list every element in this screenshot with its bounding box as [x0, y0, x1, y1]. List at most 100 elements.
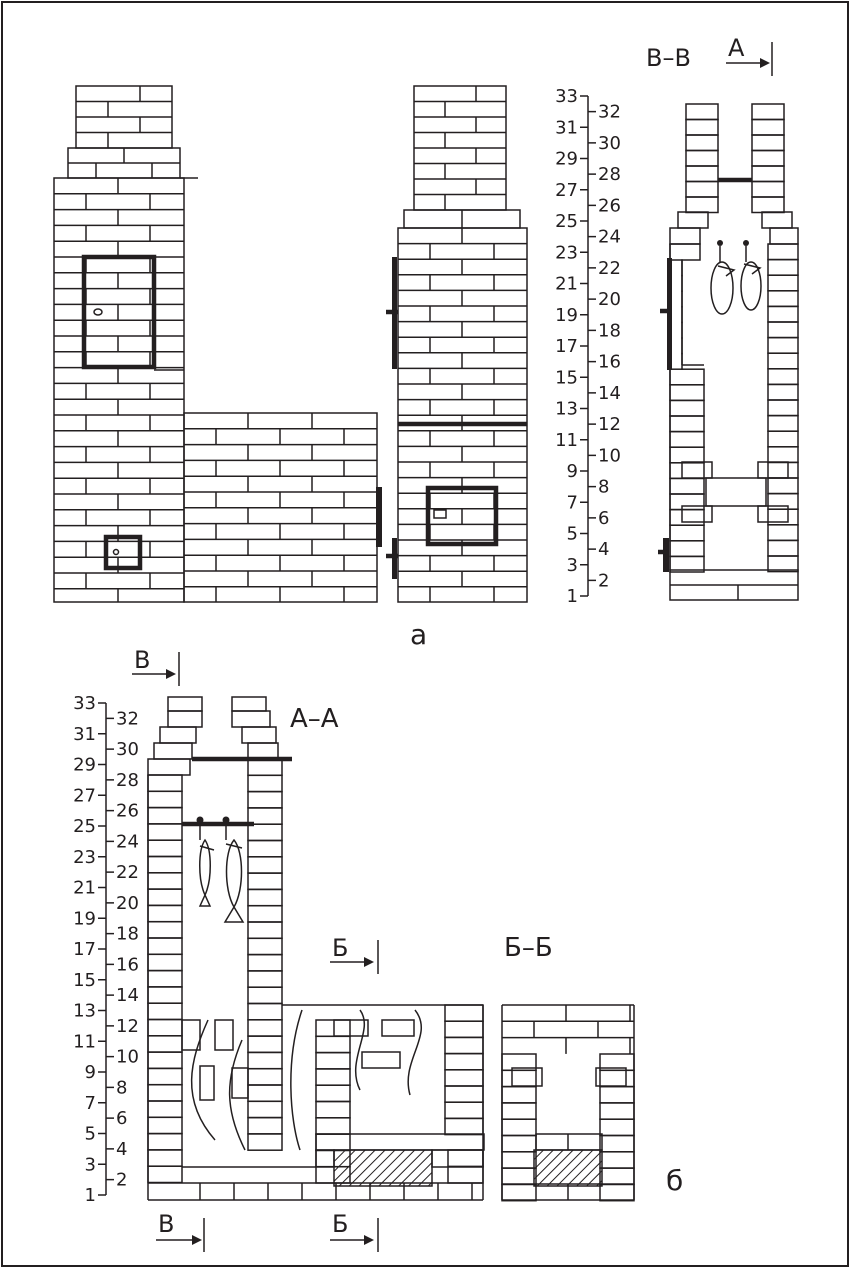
brick — [167, 710, 203, 728]
brick — [431, 1149, 484, 1168]
aa-grate — [333, 1149, 433, 1187]
scale-label-odd: 7 — [567, 492, 578, 513]
scale-label-even: 18 — [116, 924, 139, 945]
scale-label-odd: 29 — [73, 755, 96, 776]
fish-head-lines — [717, 263, 762, 277]
vv-center-brick — [705, 477, 767, 507]
brick — [315, 1051, 351, 1070]
brick — [147, 1035, 183, 1053]
part-a-label: а — [410, 618, 427, 651]
scale-label-odd: 25 — [555, 211, 578, 232]
brick — [361, 1051, 401, 1069]
brick — [685, 165, 719, 183]
hook-icon — [222, 816, 230, 824]
side-door-latch-icon — [433, 509, 447, 519]
brick — [767, 336, 799, 354]
brick — [181, 1019, 201, 1051]
brick — [147, 904, 183, 923]
brick — [147, 758, 191, 776]
brick — [147, 888, 183, 907]
scale-label-odd: 17 — [73, 939, 96, 960]
side-view — [386, 85, 528, 603]
brick — [247, 1002, 283, 1021]
fish-outline-icon — [223, 838, 245, 923]
brick — [681, 461, 713, 479]
brick — [247, 872, 283, 891]
brick — [501, 1167, 537, 1186]
brick — [247, 937, 283, 956]
scale-label-odd: 15 — [555, 367, 578, 388]
brick — [669, 524, 705, 542]
scale-label-even: 12 — [598, 414, 621, 435]
scale-label-even: 8 — [116, 1077, 127, 1098]
arrow-right-icon — [364, 1235, 374, 1245]
brick — [147, 937, 183, 956]
brick — [247, 1100, 283, 1119]
scale-label-odd: 21 — [555, 274, 578, 295]
brick — [669, 446, 705, 464]
brick — [685, 103, 719, 121]
brick — [677, 211, 709, 229]
fish-head-lines — [199, 843, 243, 851]
scale-label-odd: 25 — [73, 816, 96, 837]
brick — [147, 969, 183, 988]
brick — [247, 986, 283, 1005]
scale-label-odd: 5 — [567, 524, 578, 545]
scale-label-odd: 1 — [85, 1185, 96, 1206]
hook-icon — [717, 240, 723, 246]
brick — [599, 1151, 635, 1169]
brick — [767, 258, 799, 276]
brick — [247, 856, 283, 874]
brick — [147, 1067, 183, 1086]
brick — [751, 165, 785, 183]
brick — [599, 1167, 635, 1186]
section-vv-title: В–В — [646, 44, 691, 72]
brick — [315, 1084, 351, 1103]
brick — [247, 1133, 283, 1151]
brick — [599, 1102, 635, 1120]
scale-label-odd: 9 — [85, 1062, 96, 1083]
brick — [767, 524, 799, 542]
scale-label-odd: 1 — [567, 586, 578, 607]
brick — [767, 539, 799, 557]
brick — [599, 1134, 635, 1153]
brick — [147, 953, 183, 972]
brick — [147, 920, 183, 939]
brick — [381, 1019, 415, 1037]
brick — [147, 1018, 183, 1037]
course-scale-top: 3332313029282726252423222120191817161514… — [555, 86, 621, 607]
scale-label-even: 12 — [116, 1016, 139, 1037]
scale-label-even: 14 — [116, 985, 139, 1006]
brick — [231, 696, 267, 712]
scale-label-even: 16 — [116, 954, 139, 975]
brick — [231, 1067, 249, 1099]
scale-label-even: 2 — [116, 1170, 127, 1191]
scale-label-odd: 33 — [73, 693, 96, 714]
brick — [599, 1118, 635, 1137]
scale-label-odd: 23 — [73, 847, 96, 868]
scale-label-even: 20 — [116, 893, 139, 914]
brick — [757, 505, 789, 523]
fish-outline-icon — [710, 261, 734, 315]
brick — [247, 970, 283, 988]
hook-icon — [196, 816, 204, 824]
brick — [767, 399, 799, 417]
scale-label-even: 20 — [598, 289, 621, 310]
brick — [751, 180, 785, 198]
brick — [214, 1019, 234, 1051]
brick — [669, 462, 705, 480]
section-bb: Б–Б — [501, 933, 635, 1202]
brick — [669, 508, 705, 526]
scale-label-even: 30 — [598, 133, 621, 154]
brick — [669, 477, 705, 495]
brick — [669, 384, 705, 402]
brick — [751, 134, 785, 152]
brick — [147, 1083, 183, 1102]
brick — [669, 493, 705, 511]
brick — [444, 1117, 484, 1136]
brick — [767, 446, 799, 464]
brick — [501, 1118, 537, 1137]
front-brick-courses — [54, 86, 377, 602]
brick — [167, 696, 203, 712]
